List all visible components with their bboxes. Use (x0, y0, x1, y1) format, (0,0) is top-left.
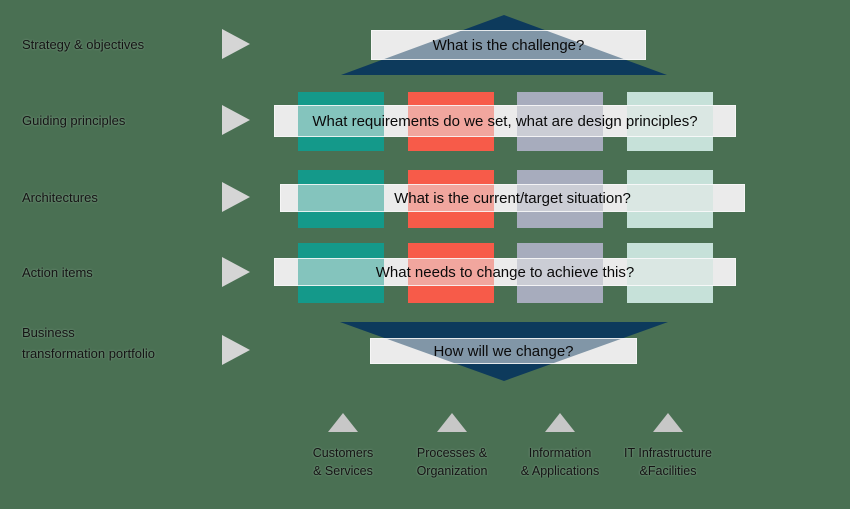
column-label-it-infrastructure-facilities: IT Infrastructure &Facilities (624, 446, 712, 478)
column-label-processes-organization: Processes & Organization (416, 446, 488, 478)
row-label-architectures: Architectures (22, 190, 98, 205)
right-arrow-icon (222, 105, 250, 135)
banner-needs-to-change: What needs to change to achieve this? (274, 258, 736, 286)
column-marker-triangle-icon (437, 413, 467, 432)
banner-situation: What is the current/target situation? (280, 184, 745, 212)
row-label-business-transformation-portfolio: Business transformation portfolio (22, 325, 155, 361)
banner-requirements: What requirements do we set, what are de… (274, 105, 736, 137)
banner-challenge-text: What is the challenge? (432, 36, 585, 54)
right-arrow-icon (222, 182, 250, 212)
banner-requirements-text: What requirements do we set, what are de… (312, 112, 698, 130)
row-label-action-items: Action items (22, 265, 93, 280)
column-marker-triangle-icon (653, 413, 683, 432)
banner-needs-to-change-text: What needs to change to achieve this? (375, 263, 635, 281)
column-label-information-applications: Information & Applications (520, 446, 600, 478)
banner-how-will-we-change: How will we change? (370, 338, 637, 364)
column-label-customers-services: Customers & Services (312, 446, 374, 478)
column-marker-triangle-icon (328, 413, 358, 432)
row-label-guiding-principles: Guiding principles (22, 113, 126, 128)
banner-situation-text: What is the current/target situation? (394, 189, 631, 207)
right-arrow-icon (222, 335, 250, 365)
right-arrow-icon (222, 257, 250, 287)
banner-challenge: What is the challenge? (371, 30, 646, 60)
right-arrow-icon (222, 29, 250, 59)
banner-how-will-we-change-text: How will we change? (433, 342, 574, 360)
row-label-strategy-objectives: Strategy & objectives (22, 37, 145, 52)
column-marker-triangle-icon (545, 413, 575, 432)
